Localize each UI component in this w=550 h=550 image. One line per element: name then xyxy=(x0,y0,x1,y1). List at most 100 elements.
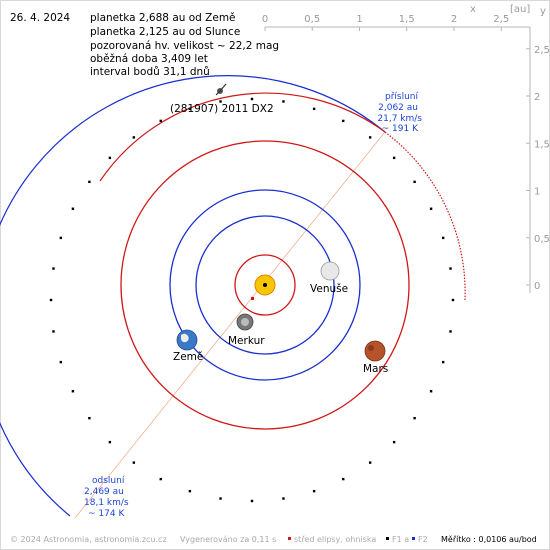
y-tick-label: 2,5 xyxy=(534,45,550,56)
orbit-point xyxy=(159,477,162,481)
legend-center-swatch xyxy=(288,537,291,540)
sun-focus xyxy=(263,283,267,287)
orbit-point xyxy=(342,477,345,481)
orbit-point xyxy=(312,489,316,493)
perihelion-title: přísluní xyxy=(385,92,419,102)
y-tick-label: 0,5 xyxy=(534,234,550,245)
asteroid-marker-icon xyxy=(215,83,227,96)
orbit-point xyxy=(392,156,396,160)
orbit-point xyxy=(132,461,136,464)
earth-label: Země xyxy=(173,351,203,363)
perihelion-speed: 21,7 km/s xyxy=(377,114,422,124)
orbit-point xyxy=(282,100,285,103)
ellipse-center xyxy=(251,297,254,300)
axes xyxy=(264,26,531,293)
y-tick-marks xyxy=(526,48,530,286)
info-line-5: interval bodů 31,1 dnů xyxy=(90,66,210,78)
orbit-point xyxy=(159,119,162,123)
orbit-point xyxy=(413,180,416,184)
orbit-point xyxy=(451,298,455,302)
orbit-point xyxy=(441,360,445,364)
orbit-point xyxy=(188,489,192,493)
orbit-point xyxy=(449,267,452,270)
orbit-point xyxy=(441,236,445,240)
footer-generated: Vygenerováno za 0,11 s xyxy=(180,535,276,544)
orbit-point xyxy=(250,499,254,503)
x-tick-label: 2,5 xyxy=(493,14,509,25)
orbit-point xyxy=(368,136,372,139)
asteroid-orbit-points xyxy=(49,97,455,503)
orbit-mars xyxy=(120,140,410,430)
x-axis-symbol: x xyxy=(470,4,476,15)
footer-scale: Měřítko : 0,0106 au/bod xyxy=(441,535,537,544)
info-line-3: pozorovaná hv. velikost ~ 22,2 mag xyxy=(90,40,279,52)
orbit-point xyxy=(71,207,75,210)
orbit-point xyxy=(392,440,396,444)
aphelion-block: odsluní 2,469 au 18,1 km/s ~ 174 K xyxy=(84,476,129,519)
x-tick-label: 0,5 xyxy=(304,14,320,25)
mercury-label: Merkur xyxy=(228,335,265,347)
orbit-point xyxy=(250,97,254,101)
orbit-point xyxy=(368,461,372,464)
orbit-venus xyxy=(195,215,335,355)
orbit-point xyxy=(219,100,222,103)
venus-label: Venuše xyxy=(310,283,348,295)
orbit-point xyxy=(49,298,53,302)
info-line-4: oběžná doba 3,409 let xyxy=(90,53,208,65)
orbit-point xyxy=(88,416,91,420)
y-tick-label: 2 xyxy=(534,92,540,103)
apsis-line xyxy=(74,131,386,519)
aphelion-temperature: ~ 174 K xyxy=(88,509,125,519)
orbit-point xyxy=(88,180,91,184)
orbit-point xyxy=(108,156,112,160)
aphelion-title: odsluní xyxy=(92,476,125,486)
x-tick-marks xyxy=(264,27,502,31)
orbit-mercury xyxy=(234,254,296,316)
orbit-point xyxy=(413,416,416,420)
legend-f1-swatch xyxy=(386,537,389,540)
orbit-point xyxy=(52,267,55,270)
perihelion-distance: 2,062 au xyxy=(378,103,418,113)
orbit-point xyxy=(108,440,112,444)
x-tick-label: 2 xyxy=(451,14,457,25)
orbit-point xyxy=(219,497,222,500)
asteroid-orbit-red xyxy=(99,92,386,182)
perihelion-block: přísluní 2,062 au 21,7 km/s ~ 191 K xyxy=(377,92,422,134)
orbit-point xyxy=(59,360,63,364)
earth-cloud xyxy=(181,333,189,343)
venus-icon xyxy=(320,261,340,281)
date-label: 26. 4. 2024 xyxy=(10,12,70,24)
info-line-2: planetka 2,125 au od Slunce xyxy=(90,26,240,38)
mars-label: Mars xyxy=(363,363,388,375)
legend-f2-swatch xyxy=(412,537,415,540)
axis-unit-label: [au] xyxy=(510,4,530,15)
y-axis-symbol: y xyxy=(540,6,546,17)
orbit-earth xyxy=(169,189,361,381)
y-tick-labels: 2,521,510,50 xyxy=(534,45,550,292)
orbits xyxy=(120,140,410,430)
orbit-point xyxy=(71,390,75,393)
aphelion-distance: 2,469 au xyxy=(84,487,124,497)
orbit-point xyxy=(449,330,452,333)
orbit-point xyxy=(132,136,136,139)
orbit-point xyxy=(282,497,285,500)
footer-legend-center: střed elipsy, ohniska xyxy=(294,535,376,544)
mars-spot xyxy=(368,345,374,351)
asteroid-name: (281907) 2011 DX2 xyxy=(170,103,274,115)
perihelion-temperature: ~ 191 K xyxy=(382,124,419,134)
orbit-point xyxy=(312,107,316,111)
x-tick-label: 1 xyxy=(356,14,362,25)
orbit-point xyxy=(342,119,345,123)
asteroid-orbit xyxy=(0,75,466,517)
orbit-point xyxy=(52,330,55,333)
x-tick-label: 0 xyxy=(262,14,268,25)
mercury-highlight xyxy=(241,318,249,326)
asteroid-orbit-blue xyxy=(0,75,386,517)
footer-legend-f1: F1 a xyxy=(392,535,409,544)
orbit-point xyxy=(429,390,433,393)
orbit-point xyxy=(188,107,192,111)
